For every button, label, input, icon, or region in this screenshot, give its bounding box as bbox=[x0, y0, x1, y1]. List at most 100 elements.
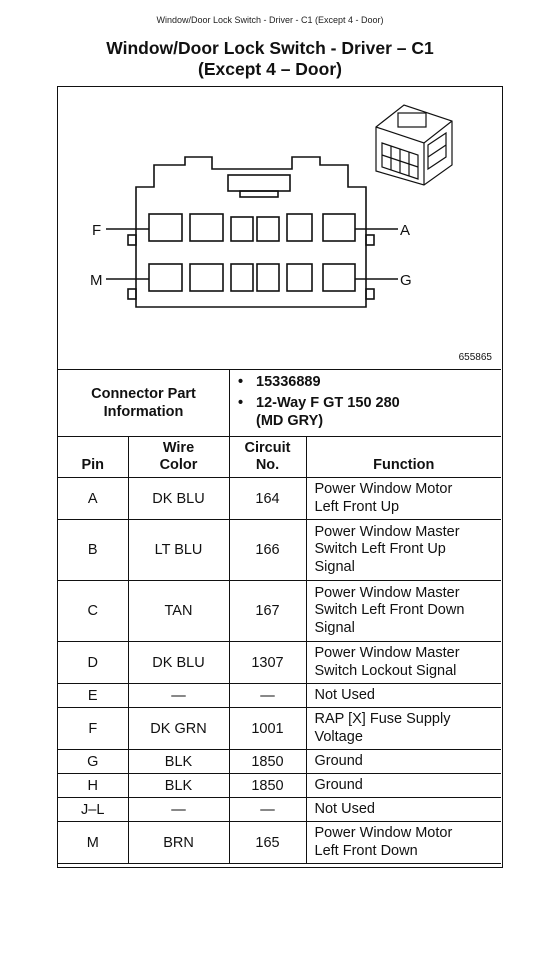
connector-isometric-view bbox=[375, 104, 453, 186]
cell-pin: G bbox=[58, 749, 129, 774]
cavity bbox=[286, 213, 313, 242]
cell-pin: J–L bbox=[58, 797, 129, 822]
cell-function: Ground bbox=[305, 773, 501, 798]
function-line: Left Front Down bbox=[314, 842, 418, 859]
pin-label-a: A bbox=[400, 222, 410, 239]
cavity-row-bottom bbox=[148, 263, 356, 292]
cell-function: Not Used bbox=[305, 683, 501, 708]
header-wire-color: Wire Color bbox=[127, 436, 230, 478]
function-line: Ground bbox=[314, 752, 363, 769]
cell-function: Ground bbox=[305, 749, 501, 774]
cell-wire-color: DK BLU bbox=[127, 477, 230, 520]
cavity bbox=[148, 213, 183, 242]
cell-pin: H bbox=[58, 773, 129, 798]
table-row: E——Not Used bbox=[58, 683, 501, 708]
cavity bbox=[322, 213, 356, 242]
cell-wire-color: BRN bbox=[127, 821, 230, 864]
cavity bbox=[322, 263, 356, 292]
cpi-connector-color: (MD GRY) bbox=[256, 413, 324, 429]
function-line: Power Window Master bbox=[314, 645, 460, 661]
cell-wire-color: BLK bbox=[127, 773, 230, 798]
title-line-2: (Except 4 – Door) bbox=[198, 59, 342, 79]
side-tab-right-bottom bbox=[365, 288, 375, 300]
function-line: Power Window Master bbox=[314, 523, 460, 540]
cell-circuit-no: 1850 bbox=[228, 773, 307, 798]
connector-diagram: F A M G 655865 bbox=[58, 87, 501, 370]
pin-label-g: G bbox=[400, 272, 412, 289]
header-function: Function bbox=[305, 436, 501, 478]
function-line: Ground bbox=[314, 776, 363, 793]
connector-body-outline bbox=[135, 156, 367, 308]
cell-wire-color: DK BLU bbox=[127, 641, 230, 684]
function-line: Signal bbox=[314, 558, 355, 575]
cell-circuit-no: 165 bbox=[228, 821, 307, 864]
function-line: Not Used bbox=[314, 686, 375, 703]
side-tab-right-top bbox=[365, 234, 375, 246]
cavity bbox=[256, 216, 280, 242]
cell-circuit-no: 1001 bbox=[228, 707, 307, 750]
cavity bbox=[230, 216, 254, 242]
connector-part-info-label: Connector Part Information bbox=[58, 369, 230, 436]
function-line: Voltage bbox=[314, 728, 363, 745]
function-line: Switch Lockout Signal bbox=[314, 662, 457, 679]
pin-label-f: F bbox=[92, 222, 101, 239]
cavity bbox=[256, 263, 280, 292]
function-line: Power Window Motor bbox=[314, 481, 453, 497]
pin-label-m: M bbox=[90, 272, 103, 289]
function-line: Switch Left Front Up bbox=[314, 541, 446, 558]
cell-wire-color: DK GRN bbox=[127, 707, 230, 750]
table-row: J–L——Not Used bbox=[58, 797, 501, 822]
header-pin: Pin bbox=[58, 436, 129, 478]
cpi-connector-type: 12-Way F GT 150 280 bbox=[256, 395, 400, 411]
cell-wire-color: — bbox=[127, 797, 230, 822]
bullet: • bbox=[238, 395, 244, 411]
page-header: Window/Door Lock Switch - Driver - C1 (E… bbox=[156, 15, 384, 25]
cell-pin: F bbox=[58, 707, 129, 750]
cell-pin: E bbox=[58, 683, 129, 708]
header-circuit-no: Circuit No. bbox=[228, 436, 307, 478]
function-line: Left Front Up bbox=[314, 498, 400, 515]
cpi-item-part-number: • 15336889 bbox=[238, 373, 498, 391]
function-line: Switch Left Front Down bbox=[314, 602, 465, 619]
cavity-row-top bbox=[148, 213, 356, 242]
function-line: Not Used bbox=[314, 800, 375, 817]
cell-wire-color: — bbox=[127, 683, 230, 708]
cell-circuit-no: 1307 bbox=[228, 641, 307, 684]
bullet: • bbox=[238, 374, 244, 390]
side-tab-left-top bbox=[127, 234, 137, 246]
connector-drawing: F A M G bbox=[90, 104, 453, 308]
cell-circuit-no: — bbox=[228, 797, 307, 822]
side-tab-left-bottom bbox=[127, 288, 137, 300]
cell-pin: M bbox=[58, 821, 129, 864]
cavity bbox=[148, 263, 183, 292]
function-line: RAP [X] Fuse Supply bbox=[314, 711, 451, 727]
drawing-part-code: 655865 bbox=[458, 352, 492, 363]
cavity bbox=[286, 263, 313, 292]
cell-wire-color: LT BLU bbox=[127, 519, 230, 581]
cell-function: Not Used bbox=[305, 797, 501, 822]
connector-latch-inner bbox=[239, 190, 279, 198]
cpi-part-number: 15336889 bbox=[256, 374, 321, 390]
cavity bbox=[189, 213, 224, 242]
cell-wire-color: TAN bbox=[127, 580, 230, 642]
cell-circuit-no: 164 bbox=[228, 477, 307, 520]
cavity bbox=[189, 263, 224, 292]
title-line-1: Window/Door Lock Switch - Driver – C1 bbox=[106, 38, 434, 58]
cavity bbox=[230, 263, 254, 292]
connector-part-information: Connector Part Information • 15336889 • … bbox=[58, 369, 501, 437]
